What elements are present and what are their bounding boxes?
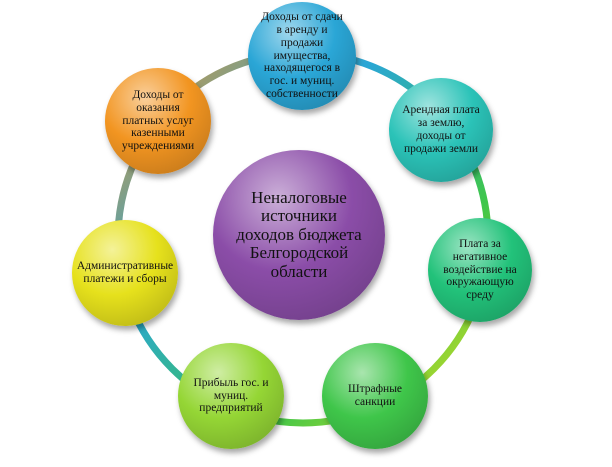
node-enterprise-profit: Прибыль гос. и муниц. предприятий [178, 343, 284, 449]
node-label: Административные платежи и сборы [76, 260, 174, 285]
center-node: Неналоговые источники доходов бюджета Бе… [213, 150, 385, 320]
node-fines: Штрафные санкции [322, 343, 428, 449]
node-label: Плата за негативное воздействие на окруж… [443, 237, 517, 302]
node-label: Доходы от оказания платных услуг казенны… [121, 88, 195, 153]
node-rent-sale-property: Доходы от сдачи в аренду и продажи имуще… [248, 2, 356, 110]
node-paid-services: Доходы от оказания платных услуг казенны… [105, 68, 211, 174]
node-environment-fee: Плата за негативное воздействие на окруж… [428, 218, 532, 322]
center-label: Неналоговые источники доходов бюджета Бе… [236, 188, 362, 281]
node-label: Прибыль гос. и муниц. предприятий [193, 376, 269, 415]
node-label: Арендная плата за землю, доходы от прода… [402, 104, 480, 155]
node-land-rent: Арендная плата за землю, доходы от прода… [389, 78, 493, 182]
node-admin-fees: Административные платежи и сборы [72, 220, 178, 326]
node-label: Доходы от сдачи в аренду и продажи имуще… [261, 10, 343, 101]
node-label: Штрафные санкции [347, 383, 403, 408]
